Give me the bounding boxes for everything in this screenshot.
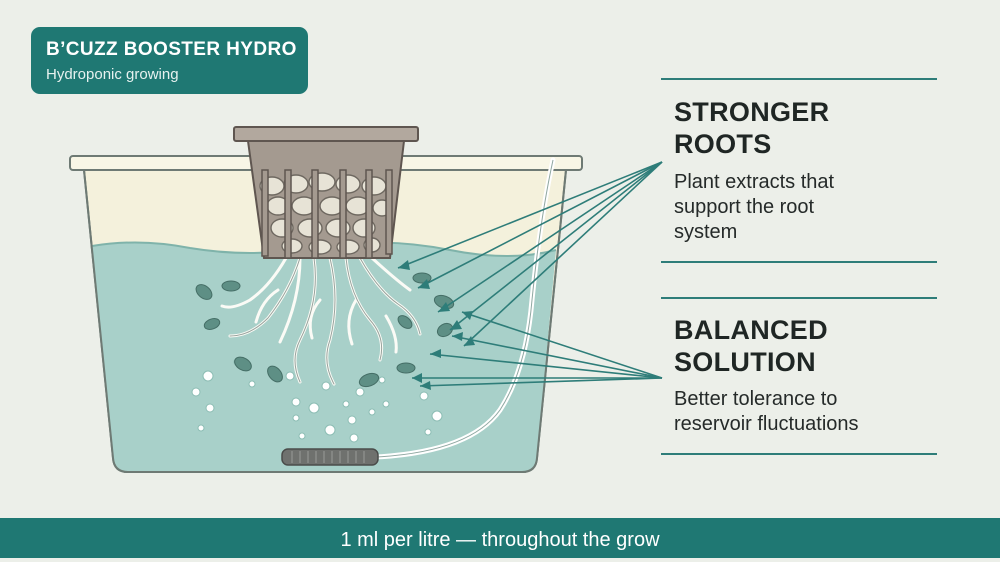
- dosage-footer: 1 ml per litre — throughout the grow: [0, 518, 1000, 558]
- balanced-solution-heading-line1: BALANCED: [674, 315, 828, 345]
- divider-middle-upper: [661, 261, 937, 263]
- divider-middle-lower: [661, 297, 937, 299]
- divider-bottom: [661, 453, 937, 455]
- dosage-text: 1 ml per litre — throughout the grow: [340, 529, 660, 551]
- stronger-roots-body: Plant extracts that support the root sys…: [674, 170, 964, 245]
- microbe-icon: [195, 272, 455, 388]
- hydroponic-diagram: [69, 126, 663, 473]
- arrow-icon: [397, 161, 663, 387]
- balanced-solution-body: Better tolerance to reservoir fluctuatio…: [674, 387, 964, 437]
- divider-top: [661, 78, 937, 80]
- stronger-roots-body-line1: Plant extracts that: [674, 171, 835, 193]
- stronger-roots-body-line2: support the root: [674, 196, 815, 218]
- stronger-roots-heading-line1: STRONGER: [674, 97, 830, 127]
- net-pot-icon: [233, 126, 419, 259]
- brand-badge: B’CUZZ BOOSTER HYDRO Hydroponic growing: [31, 27, 308, 94]
- brand-title: B’CUZZ BOOSTER HYDRO: [46, 39, 297, 60]
- bubbles-icon: [191, 357, 443, 443]
- air-stone-icon: [281, 448, 379, 466]
- balanced-solution-body-line1: Better tolerance to: [674, 388, 838, 410]
- balanced-solution-body-line2: reservoir fluctuations: [674, 413, 859, 435]
- stronger-roots-heading: STRONGER ROOTS: [674, 96, 974, 160]
- balanced-solution-heading: BALANCED SOLUTION: [674, 314, 974, 378]
- balanced-solution-heading-line2: SOLUTION: [674, 347, 816, 377]
- brand-subtitle: Hydroponic growing: [46, 66, 179, 83]
- stronger-roots-heading-line2: ROOTS: [674, 129, 772, 159]
- stronger-roots-body-line3: system: [674, 221, 738, 243]
